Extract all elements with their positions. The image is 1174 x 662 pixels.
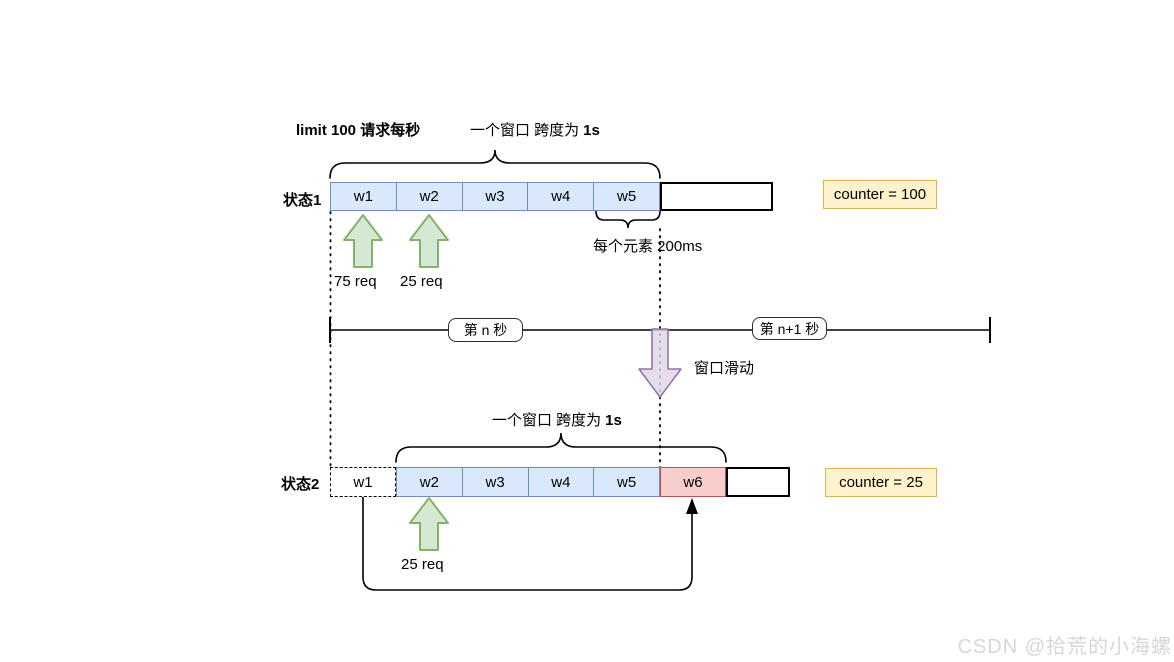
state1-label: 状态1: [283, 192, 322, 209]
cell-w3: w3: [463, 468, 529, 496]
slide-down-arrow-icon: [638, 328, 682, 398]
up-arrow-icon-25req-state1: [409, 214, 449, 268]
timeline-label-second-n: 第 n 秒: [448, 318, 523, 342]
window-slide-label: 窗口滑动: [694, 360, 755, 377]
state1-window-cells: w1 w2 w3 w4 w5: [330, 182, 660, 211]
state2-counter-badge: counter = 25: [825, 468, 937, 497]
state1-counter-badge: counter = 100: [823, 180, 937, 209]
window-span-value: 1s: [583, 122, 600, 139]
cell-w2: w2: [397, 183, 463, 210]
window-span-text: 一个窗口 跨度为: [470, 122, 580, 139]
cell-w3: w3: [463, 183, 529, 210]
cell-w5: w5: [617, 473, 637, 491]
cell-w4: w4: [529, 468, 595, 496]
state1-next-slot-box: [660, 182, 773, 211]
expired-cell-w1: w1: [330, 467, 396, 497]
limit-label: limit 100 请求每秒: [296, 122, 421, 139]
watermark: CSDN @拾荒的小海螺: [957, 636, 1172, 658]
state2-window-brace: [395, 432, 727, 463]
up-arrow-icon-75req: [343, 214, 383, 268]
state1-window-brace: [329, 149, 661, 179]
cell-w1: w1: [331, 183, 397, 210]
recycle-arrow-head-icon: [686, 498, 698, 514]
up-arrow-icon-25req-state2: [409, 497, 449, 551]
state2-window-cells: w2 w3 w4 w5: [396, 467, 660, 497]
cell-w4: w4: [528, 183, 595, 210]
req-label-25-state2: 25 req: [401, 556, 444, 573]
state2-label: 状态2: [281, 476, 320, 493]
new-cell-w6: w6: [660, 467, 726, 497]
req-label-25-state1: 25 req: [400, 273, 443, 290]
window-span-text: 一个窗口 跨度为: [492, 412, 602, 429]
req-label-75: 75 req: [334, 273, 377, 290]
cell-w5: w5: [616, 188, 637, 205]
cell-duration-label: 每个元素 200ms: [593, 238, 703, 255]
timeline-label-second-n-plus-1: 第 n+1 秒: [752, 317, 827, 340]
window-span-value: 1s: [605, 412, 622, 429]
recycle-arrow: [362, 496, 693, 591]
cell-duration-brace: [595, 210, 661, 229]
cell-w2: w2: [397, 468, 463, 496]
state2-next-slot-box: [726, 467, 790, 497]
